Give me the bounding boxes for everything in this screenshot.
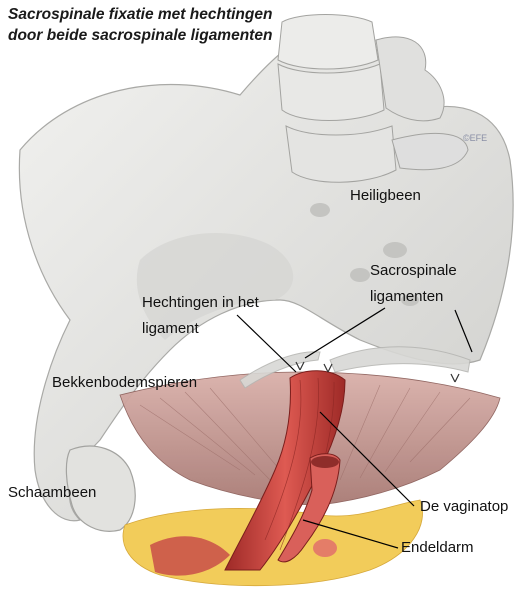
label-sacrospinale-line2: ligamenten [370, 284, 443, 309]
diagram-title: Sacrospinale fixatie met hechtingen door… [8, 4, 348, 46]
title-line-2: door beide sacrospinale ligamenten [8, 25, 348, 46]
label-sacrospinale-line1: Sacrospinale [370, 258, 457, 283]
copyright-mark: ©EFE [463, 133, 487, 143]
label-vaginatop: De vaginatop [420, 494, 508, 519]
label-schaambeen: Schaambeen [8, 480, 96, 505]
title-line-1: Sacrospinale fixatie met hechtingen [8, 4, 348, 25]
label-hechtingen-line1: Hechtingen in het [142, 290, 259, 315]
label-endeldarm: Endeldarm [401, 535, 474, 560]
rectum-opening [311, 456, 339, 468]
label-heiligbeen: Heiligbeen [350, 183, 421, 208]
label-bekkenbodem: Bekkenbodemspieren [52, 370, 197, 395]
fat-lobule [313, 539, 337, 557]
label-hechtingen-line2: ligament [142, 316, 199, 341]
